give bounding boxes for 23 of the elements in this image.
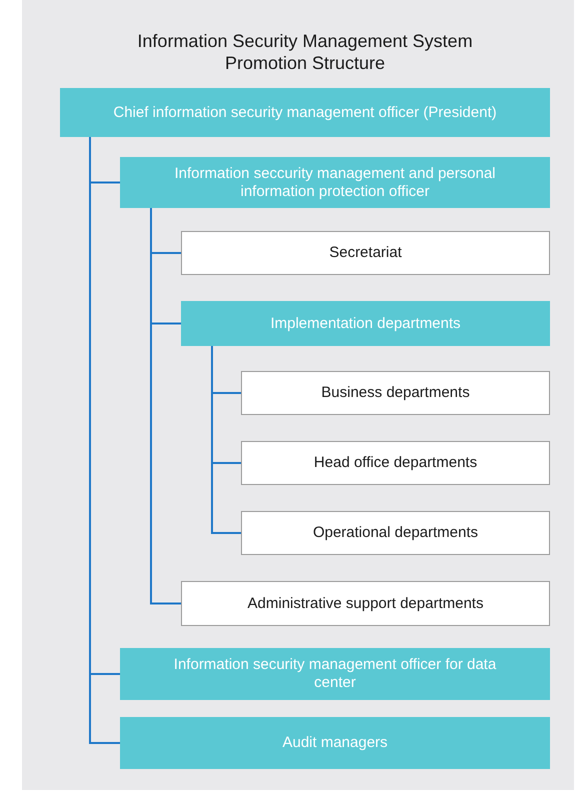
unit-box	[241, 371, 550, 415]
connector-line	[211, 346, 241, 534]
node-label: Audit managers	[282, 734, 388, 752]
role-box	[120, 157, 550, 208]
node-label: Head office departments	[314, 454, 478, 472]
diagram-title: Information Security Management System Promotion Structure	[136, 30, 474, 74]
unit-box	[181, 581, 550, 626]
unit-box	[181, 231, 550, 275]
connector-line	[150, 208, 181, 604]
node-label: Chief information security management officer (President)	[113, 104, 497, 122]
node-label: Administrative support departments	[248, 594, 484, 612]
node-label: Operational departments	[312, 524, 478, 542]
role-box	[120, 648, 550, 700]
role-box	[120, 717, 550, 769]
role-box	[60, 88, 550, 137]
unit-box	[241, 511, 550, 555]
role-box	[181, 301, 550, 346]
node-label: Business departments	[321, 384, 470, 402]
unit-box	[241, 441, 550, 485]
node-label: Implementation departments	[270, 314, 461, 332]
node-label: Information seccurity management and personal information protection officer	[173, 164, 496, 200]
node-label: Information security management officer for data center	[172, 656, 498, 692]
node-label: Secretariat	[329, 244, 402, 262]
